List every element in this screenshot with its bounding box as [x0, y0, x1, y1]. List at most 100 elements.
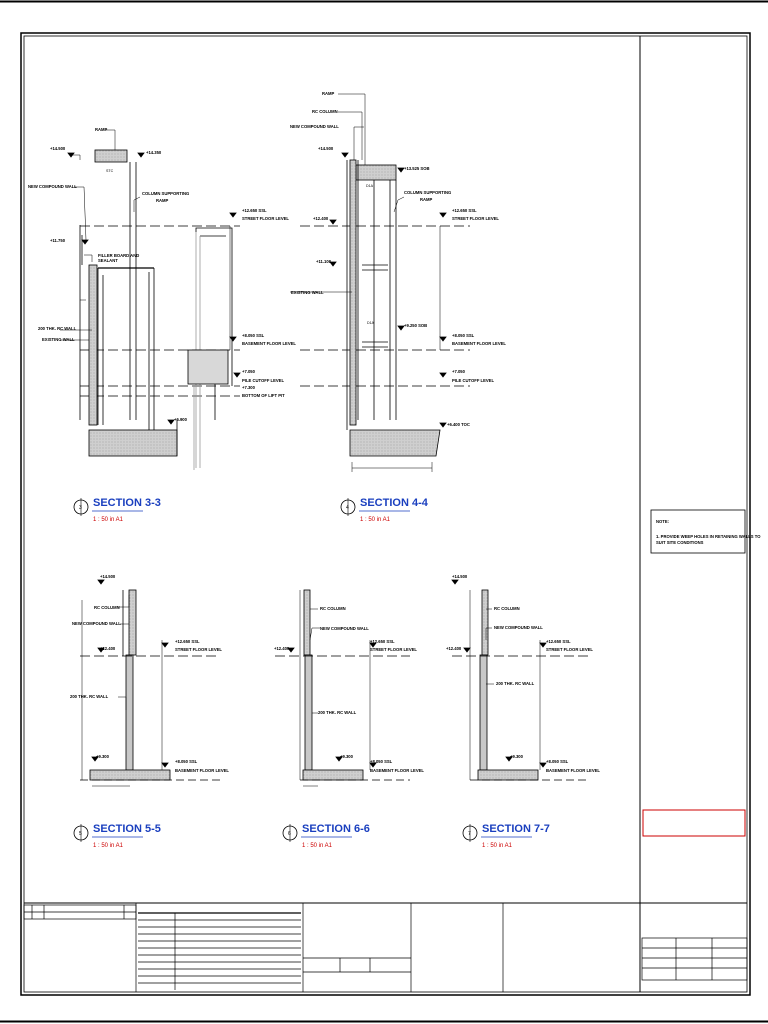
label-rc-wall: 200 THK. RC WALL	[70, 694, 109, 699]
section-title-7-7: 7 SECTION 7-7 1 : 50 in A1	[462, 823, 550, 849]
section-title: SECTION 3-3	[93, 497, 161, 509]
toc-level: +6.400 TOC	[447, 422, 470, 427]
section-4-4-drawing	[290, 93, 470, 472]
section-scale: 1 : 50 in A1	[302, 843, 333, 849]
level-top: +14.500	[318, 146, 334, 151]
section-5-5-drawing	[80, 579, 220, 787]
note-line-1: 1. PROVIDE WEEP HOLES IN RETAINING WALLS…	[656, 534, 761, 539]
ssl-street-label: STREET FLOOR LEVEL	[452, 216, 499, 221]
ssl-basement: +8.050 SSL	[242, 333, 265, 338]
label-new-wall: NEW COMPOUND WALL	[28, 184, 77, 189]
title-block	[23, 902, 748, 992]
section-3-3-labels: RAMP +14.500 +14.350 STC NEW COMPOUND WA…	[28, 127, 296, 422]
ssl-basement-label: BASEMENT FLOOR LEVEL	[452, 341, 506, 346]
ssl-street: +12.650 SSL	[370, 639, 395, 644]
ssl-basement-label: BASEMENT FLOOR LEVEL	[370, 768, 424, 773]
section-7-7-drawing	[451, 579, 590, 781]
ssl-street: +12.650 SSL	[546, 639, 571, 644]
label-new-wall: NEW COMPOUND WALL	[290, 124, 339, 129]
label-column-2: RAMP	[420, 197, 433, 202]
label-filler: FILLER BOARD AND	[98, 253, 139, 258]
label-d1a: D1A	[366, 184, 374, 188]
label-new-wall: NEW COMPOUND WALL	[72, 621, 121, 626]
ssl-basement-label: BASEMENT FLOOR LEVEL	[546, 768, 600, 773]
section-number: 3	[79, 505, 82, 511]
level-11100: +11.100	[316, 259, 332, 264]
ssl-basement-label: BASEMENT FLOOR LEVEL	[242, 341, 296, 346]
section-6-6-labels: RC COLUMN NEW COMPOUND WALL +12.400 +12.…	[274, 606, 424, 773]
ssl-street: +12.650 SSL	[452, 208, 477, 213]
label-stc: STC	[106, 169, 114, 173]
level-top: +14.500	[100, 574, 116, 579]
pit-level: +7.300	[242, 385, 256, 390]
label-ramp: RAMP	[95, 127, 108, 132]
note-line-2: SUIT SITE CONDITIONS	[656, 540, 704, 545]
ssl-basement: +8.050 SSL	[546, 759, 569, 764]
section-6-6-drawing	[275, 589, 410, 787]
label-existing: EXISTING WALL	[42, 337, 75, 342]
section-scale: 1 : 50 in A1	[360, 517, 391, 523]
pile-label: PILE CUTOFF LEVEL	[242, 378, 284, 383]
ssl-basement: +8.050 SSL	[175, 759, 198, 764]
label-rc-column: RC COLUMN	[312, 109, 338, 114]
level-top: +14.500	[50, 146, 66, 151]
ssl-basement: +8.050 SSL	[370, 759, 393, 764]
label-rc-column: RC COLUMN	[494, 606, 520, 611]
level-6900: +6.900	[174, 417, 188, 422]
ssl-street: +12.650 SSL	[175, 639, 200, 644]
label-new-wall: NEW COMPOUND WALL	[320, 626, 369, 631]
pit-label: BOTTOM OF LIFT PIT	[242, 393, 285, 398]
label-rc-column: RC COLUMN	[94, 605, 120, 610]
pile-level: +7.050	[242, 369, 256, 374]
level-12400: +12.400	[274, 646, 290, 651]
label-rc-wall: 200 THK. RC WALL	[38, 326, 77, 331]
label-rc-column: RC COLUMN	[320, 606, 346, 611]
section-title-3-3: 3 SECTION 3-3 1 : 50 in A1	[73, 497, 161, 523]
ssl-street-label: STREET FLOOR LEVEL	[242, 216, 289, 221]
section-title: SECTION 4-4	[360, 497, 429, 509]
ssl-street-label: STREET FLOOR LEVEL	[546, 647, 593, 652]
level-11750: +11.750	[50, 238, 66, 243]
section-number: 5	[79, 831, 82, 837]
section-title-5-5: 5 SECTION 5-5 1 : 50 in A1	[73, 823, 161, 849]
label-existing: EXISTING WALL	[291, 290, 324, 295]
label-column: COLUMN SUPPORTING	[142, 191, 189, 196]
section-title: SECTION 7-7	[482, 823, 550, 835]
label-ramp: RAMP	[322, 91, 335, 96]
label-filler-2: SEALANT	[98, 258, 118, 263]
stamp-box	[642, 809, 746, 837]
note-box: NOTE: 1. PROVIDE WEEP HOLES IN RETAINING…	[650, 509, 761, 554]
ssl-basement-label: BASEMENT FLOOR LEVEL	[175, 768, 229, 773]
ssl-street-label: STREET FLOOR LEVEL	[370, 647, 417, 652]
level-top: +14.500	[452, 574, 468, 579]
section-scale: 1 : 50 in A1	[93, 843, 124, 849]
level-9300: +9.300	[510, 754, 524, 759]
label-new-wall: NEW COMPOUND WALL	[494, 625, 543, 630]
sob-level: +13.525 SOB	[404, 166, 430, 171]
section-number: 6	[288, 831, 291, 837]
label-rc-wall: 200 THK. RC WALL	[496, 681, 535, 686]
section-title: SECTION 5-5	[93, 823, 161, 835]
level-12400: +12.400	[313, 216, 329, 221]
label-rc-wall: 200 THK. RC WALL	[318, 710, 357, 715]
level-9300: +9.300	[340, 754, 354, 759]
section-number: 7	[468, 831, 471, 837]
label-column: COLUMN SUPPORTING	[404, 190, 451, 195]
section-scale: 1 : 50 in A1	[482, 843, 513, 849]
ssl-basement: +8.050 SSL	[452, 333, 475, 338]
pile-level: +7.050	[452, 369, 466, 374]
pile-label: PILE CUTOFF LEVEL	[452, 378, 494, 383]
section-number: 4	[346, 505, 349, 511]
level-12400: +12.400	[446, 646, 462, 651]
section-5-5-labels: +14.500 RC COLUMN NEW COMPOUND WALL +12.…	[70, 574, 229, 773]
label-d1a-2: D1A	[367, 321, 375, 325]
ssl-street-label: STREET FLOOR LEVEL	[175, 647, 222, 652]
sob-level-2: +9.250 SOB	[404, 323, 427, 328]
level-ramp: +14.350	[146, 150, 162, 155]
section-title-6-6: 6 SECTION 6-6 1 : 50 in A1	[282, 823, 370, 849]
note-heading: NOTE:	[656, 519, 669, 524]
level-12400: +12.400	[100, 646, 116, 651]
label-column-2: RAMP	[156, 198, 169, 203]
section-4-4-labels: RAMP RC COLUMN NEW COMPOUND WALL +14.500…	[290, 91, 506, 427]
